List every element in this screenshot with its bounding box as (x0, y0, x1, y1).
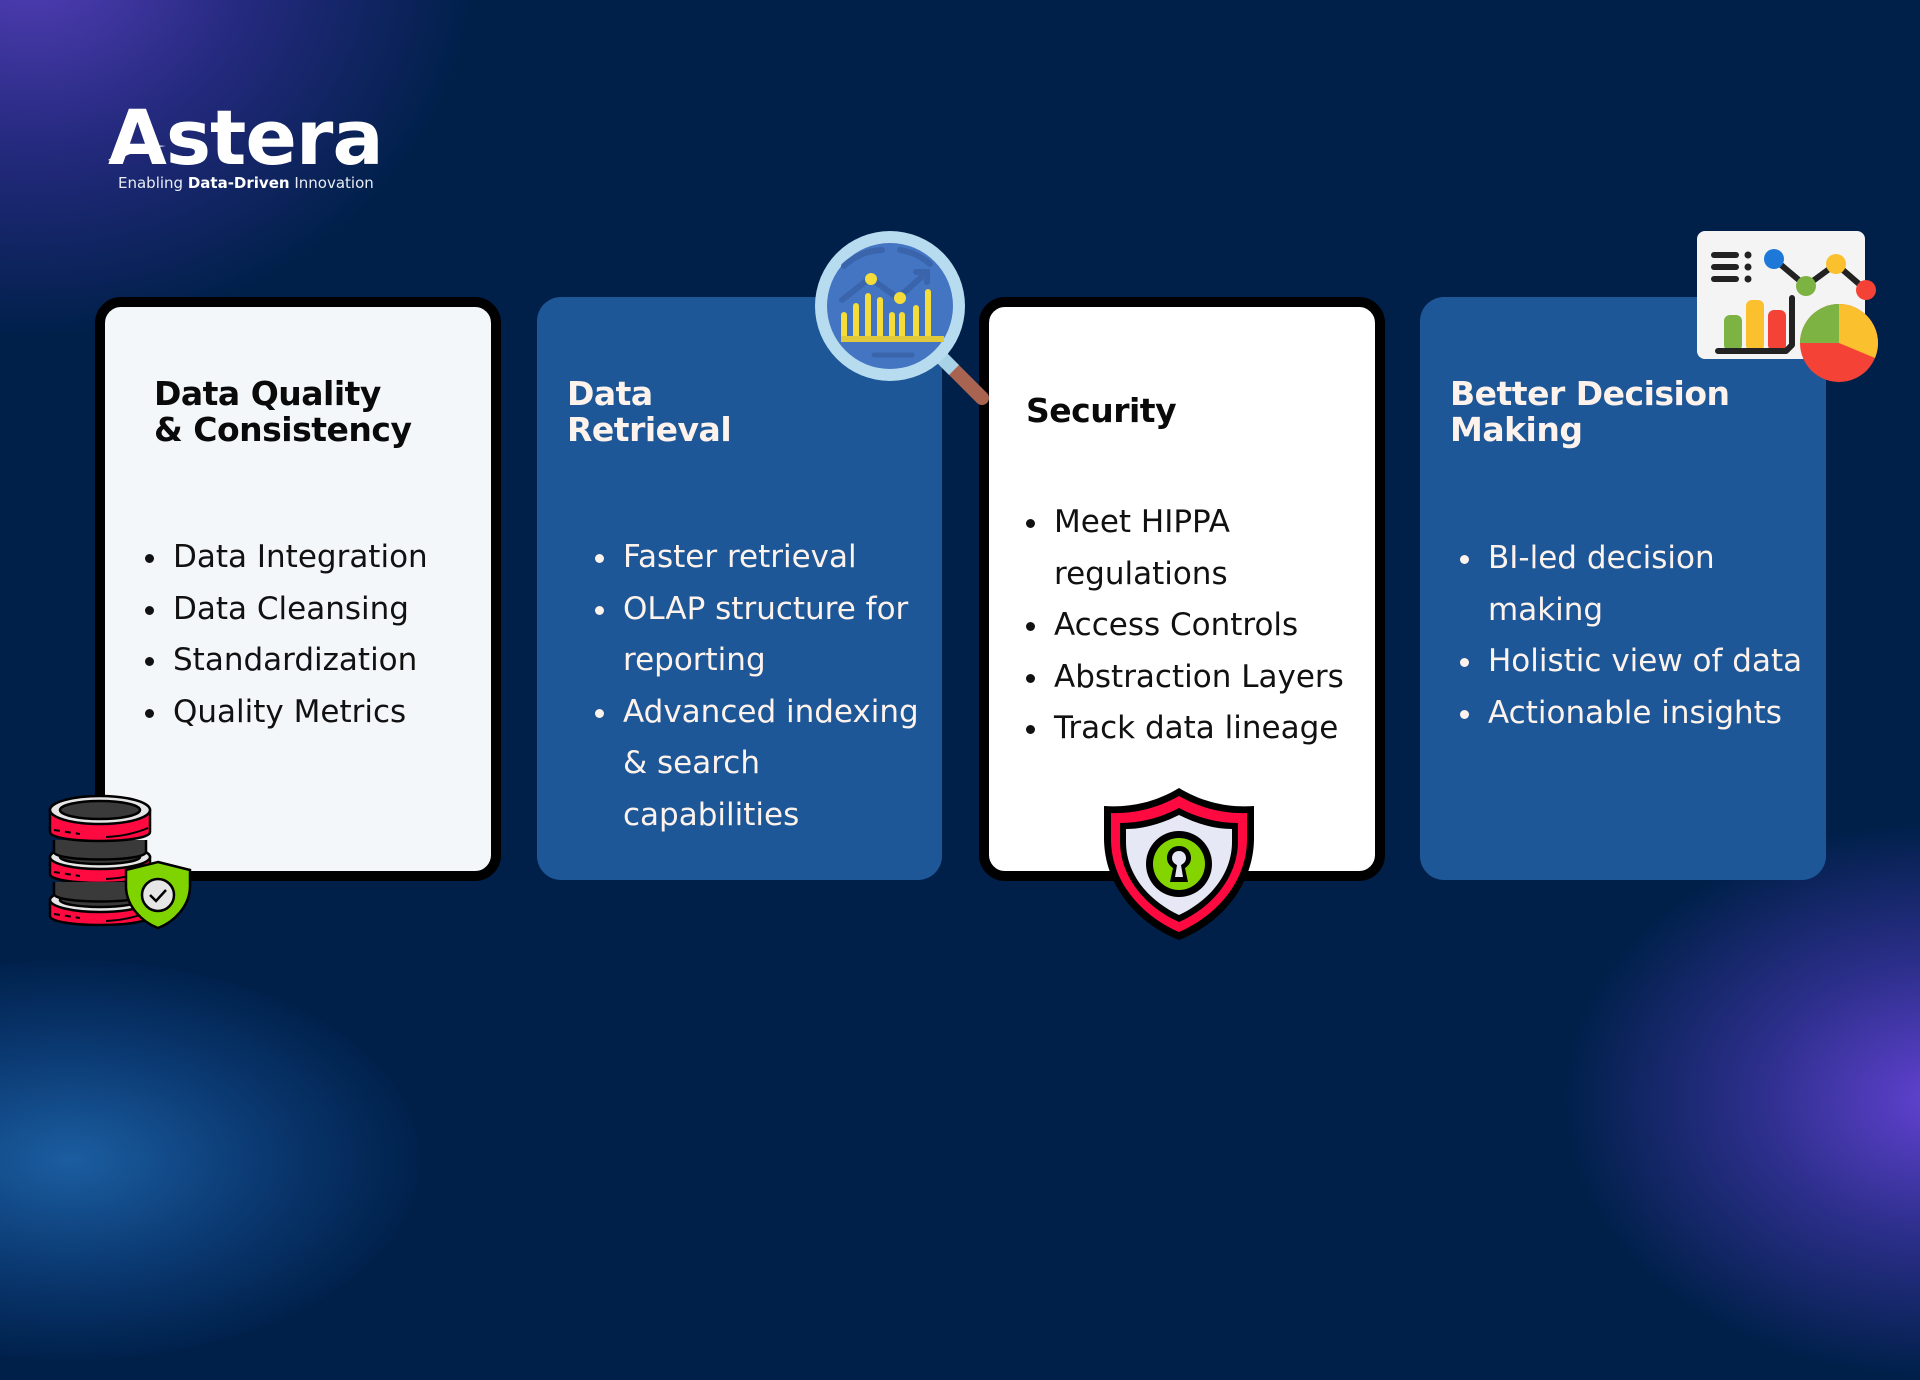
card-title: Data Retrieval (567, 374, 732, 449)
shield-lock-icon (1104, 788, 1254, 940)
card-data-quality: Data Quality & Consistency Data Integrat… (95, 297, 501, 881)
card-bullet-list: Meet HIPPA regulations Access Controls A… (1024, 497, 1354, 755)
card-title-line2: & Consistency (154, 410, 412, 449)
logo-tagline: Enabling Data-Driven Innovation (108, 174, 383, 192)
list-item: Standardization (143, 635, 428, 687)
background-glow-bottom-right (1560, 820, 1920, 1380)
list-item: Faster retrieval (593, 532, 923, 584)
list-item: Meet HIPPA regulations (1024, 497, 1354, 600)
tagline-bold: Data-Driven (187, 174, 290, 192)
list-item: Advanced indexing & search capabilities (593, 687, 923, 842)
card-bullet-list: Faster retrieval OLAP structure for repo… (593, 532, 923, 841)
card-security: Security Meet HIPPA regulations Access C… (979, 297, 1385, 881)
logo-swoosh-icon (108, 145, 166, 162)
list-item: Access Controls (1024, 600, 1354, 652)
analytics-dashboard-icon (1697, 231, 1878, 382)
card-title-line1: Data Quality (154, 374, 381, 413)
list-item: Actionable insights (1458, 688, 1808, 740)
card-title-line1: Security (1026, 391, 1177, 430)
card-title: Data Quality & Consistency (154, 374, 412, 449)
magnifier-chart-icon (815, 231, 989, 405)
tagline-prefix: Enabling (118, 174, 188, 192)
list-item: Data Cleansing (143, 584, 428, 636)
list-item: BI-led decision making (1458, 533, 1808, 636)
list-item: Track data lineage (1024, 703, 1354, 755)
card-title: Security (1026, 391, 1177, 430)
logo-name: Astera (108, 93, 384, 182)
card-title-line2: Retrieval (567, 410, 732, 449)
list-item: Holistic view of data (1458, 636, 1808, 688)
background-glow-bottom-left (0, 960, 420, 1360)
logo-wordmark: Astera (108, 100, 384, 176)
list-item: Data Integration (143, 532, 428, 584)
tagline-suffix: Innovation (289, 174, 374, 192)
card-bullet-list: Data Integration Data Cleansing Standard… (143, 532, 428, 738)
card-title-line2: Making (1450, 410, 1583, 449)
card-title-line1: Data (567, 374, 653, 413)
list-item: OLAP structure for reporting (593, 584, 923, 687)
card-better-decision-making: Better Decision Making BI-led decision m… (1420, 297, 1826, 880)
card-bullet-list: BI-led decision making Holistic view of … (1458, 533, 1808, 739)
astera-logo: Astera Enabling Data-Driven Innovation (108, 100, 384, 192)
list-item: Abstraction Layers (1024, 652, 1354, 704)
list-item: Quality Metrics (143, 687, 428, 739)
card-data-retrieval: Data Retrieval Faster retrieval OLAP str… (537, 297, 942, 880)
card-title-line1: Better Decision (1450, 374, 1730, 413)
database-shield-icon (48, 794, 192, 930)
card-title: Better Decision Making (1450, 376, 1730, 448)
